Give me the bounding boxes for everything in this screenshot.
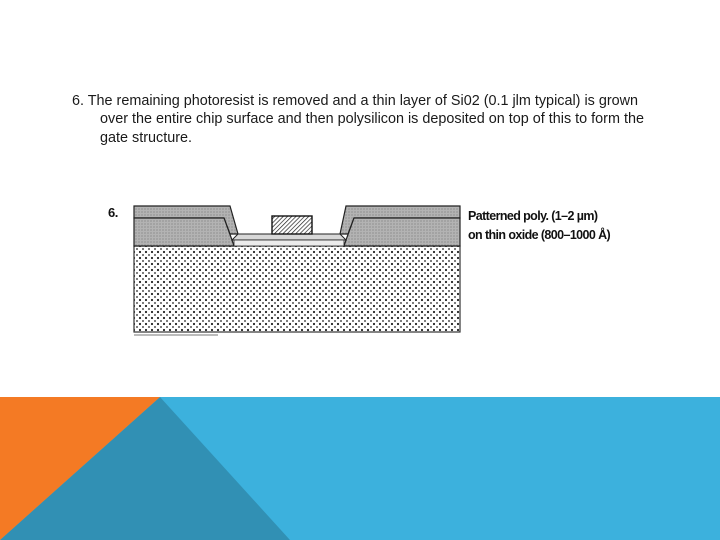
footer-orange-triangle <box>0 397 160 540</box>
footer-decoration <box>0 397 720 540</box>
slide-body-text: 6. The remaining photoresist is removed … <box>72 92 662 147</box>
figure-caption: Patterned poly. (1–2 µm) on thin oxide (… <box>468 207 618 245</box>
footer-dark-blue-triangle <box>0 397 290 540</box>
step-6-paragraph: 6. The remaining photoresist is removed … <box>72 93 644 146</box>
polysilicon-gate <box>271 215 313 235</box>
silicon-substrate <box>133 245 461 333</box>
cross-section-diagram <box>133 205 461 336</box>
caption-line-1: Patterned poly. (1–2 µm) <box>468 209 598 223</box>
thin-gate-oxide <box>230 233 348 241</box>
figure-step-label: 6. <box>108 205 118 220</box>
caption-line-2: on thin oxide (800–1000 Å) <box>468 228 611 242</box>
cross-section-figure: 6. Patterned poly. (1–2 µm) on thin oxid… <box>108 196 611 338</box>
